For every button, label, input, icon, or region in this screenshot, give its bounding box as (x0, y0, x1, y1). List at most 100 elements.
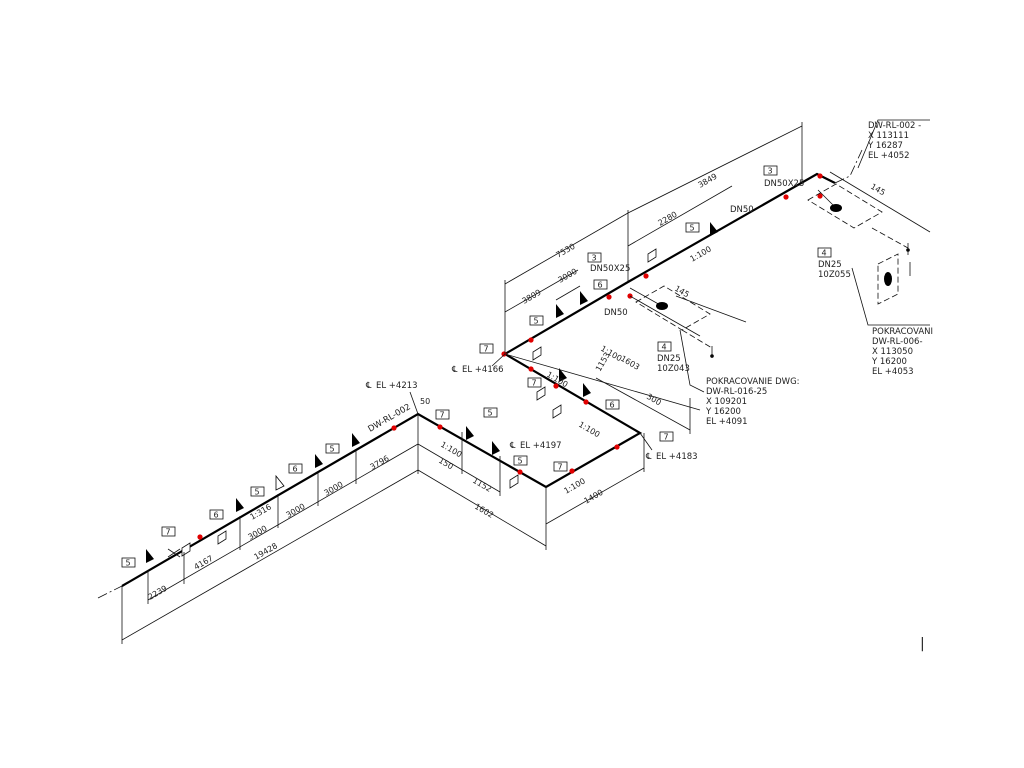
centerline-symbol: ℄ (645, 452, 652, 462)
weld-point (528, 337, 534, 343)
item-number: 6 (610, 401, 615, 410)
pipe-size-label: DN50X25 (764, 179, 804, 189)
support-symbol (352, 433, 360, 447)
callout-line: DW-RL-002 - (868, 121, 921, 131)
item-box: 6 (593, 279, 608, 290)
item-number: 6 (598, 281, 603, 290)
dimension-value: 145 (869, 182, 887, 197)
dim-line-19428 (121, 469, 419, 641)
cross-mark (167, 548, 181, 558)
dim-line-1400 (545, 467, 645, 525)
dim-line-segments (147, 443, 419, 601)
item-number-boxes: 5 7 6 5 6 5 7 5 5 7 7 6 7 5 6 5 3 7 3 4 … (121, 165, 832, 568)
support-symbol (559, 368, 567, 382)
dim-line-7530 (504, 212, 629, 285)
dimension-lines (121, 122, 931, 644)
item-box: 6 (605, 399, 620, 410)
support-symbol (315, 454, 323, 468)
drain-point-b (830, 204, 842, 212)
callout-line: Y 16287 (867, 141, 903, 151)
elevation-label: EL +4166 (462, 365, 504, 375)
item-number: 7 (440, 411, 445, 420)
item-number: 5 (518, 457, 523, 466)
support-symbol (236, 498, 244, 512)
item-box: 7 (435, 409, 450, 420)
callout-top-right: DW-RL-002 - X 113111 Y 16287 EL +4052 (867, 121, 921, 161)
centerline-symbol: ℄ (451, 365, 458, 375)
leader-center (679, 329, 705, 393)
item-number: 4 (822, 249, 827, 258)
weld-point (528, 366, 534, 372)
item-box: 4 (657, 341, 672, 352)
item-box: 3 (763, 165, 778, 176)
item-box: 5 (513, 455, 528, 466)
dimension-value: 50 (420, 397, 430, 406)
item-number: 5 (534, 317, 539, 326)
item-box: 5 (250, 486, 265, 497)
weld-point (197, 534, 203, 540)
item-number: 6 (214, 511, 219, 520)
item-box: 7 (553, 461, 568, 472)
pipe-end-leader (834, 149, 863, 184)
dimension-value: 2239 (147, 584, 169, 602)
weld-point (783, 194, 789, 200)
dimension-value: 145 (673, 284, 691, 299)
item-number: 4 (662, 343, 667, 352)
dimension-value: 7530 (555, 242, 577, 260)
fitting-symbols (181, 248, 657, 557)
pipe-start-leader (97, 585, 123, 599)
dimension-value: 3000 (323, 480, 345, 498)
weld-point (517, 469, 523, 475)
support-symbol (146, 549, 154, 563)
item-number: 7 (664, 433, 669, 442)
item-box: 5 (325, 443, 340, 454)
dimension-value: 150 (437, 456, 455, 471)
item-box: 3 (587, 252, 602, 263)
item-box: 7 (527, 377, 542, 388)
item-box: 5 (529, 315, 544, 326)
callout-line: EL +4091 (706, 417, 748, 427)
centerline-symbol: ℄ (509, 441, 516, 451)
dimension-value: 300 (645, 392, 663, 407)
support-symbol (275, 474, 285, 491)
continuation-point (884, 272, 892, 286)
weld-point (817, 193, 823, 199)
fitting-symbol (552, 404, 562, 419)
item-number: 5 (488, 409, 493, 418)
item-box: 4 (817, 247, 832, 258)
item-box: 7 (659, 431, 674, 442)
support-symbol (466, 426, 474, 440)
weld-point (583, 399, 589, 405)
callout-line: X 113050 (872, 347, 913, 357)
drain-point-a (656, 302, 668, 310)
item-number: 3 (768, 167, 773, 176)
branch-leader-a (681, 329, 713, 349)
fitting-symbol (647, 248, 657, 263)
slope-label: 1:100 (577, 420, 601, 439)
dimension-value: 3796 (369, 454, 391, 472)
pipe-size-label: DN25 (657, 354, 681, 364)
dim-line-145-b (829, 171, 931, 233)
pipe-size-label: DN50 (604, 308, 628, 318)
item-number: 7 (484, 345, 489, 354)
elevation-label: EL +4183 (656, 452, 698, 462)
item-number: 7 (166, 528, 171, 537)
support-symbol (492, 441, 500, 455)
support-symbol (583, 383, 591, 397)
weld-point (817, 173, 823, 179)
item-box: 5 (483, 407, 498, 418)
continuation-outline (877, 253, 899, 305)
dimension-value: 3000 (557, 267, 579, 285)
fitting-symbol (536, 386, 546, 401)
branch-dn25-a (629, 287, 663, 307)
callout-line: Y 16200 (705, 407, 741, 417)
dim-line-1153-300 (595, 377, 691, 431)
item-box: 7 (161, 526, 176, 537)
tag-label: 10Z055 (818, 270, 851, 280)
elevation-label: EL +4213 (376, 381, 418, 391)
branch-details (635, 183, 911, 358)
fitting-symbol (181, 542, 191, 557)
dim-line-145-a (629, 295, 701, 337)
item-number: 5 (330, 445, 335, 454)
callout-right-mid: POKRACOVANI DW-RL-006- X 113050 Y 16200 … (871, 327, 933, 377)
